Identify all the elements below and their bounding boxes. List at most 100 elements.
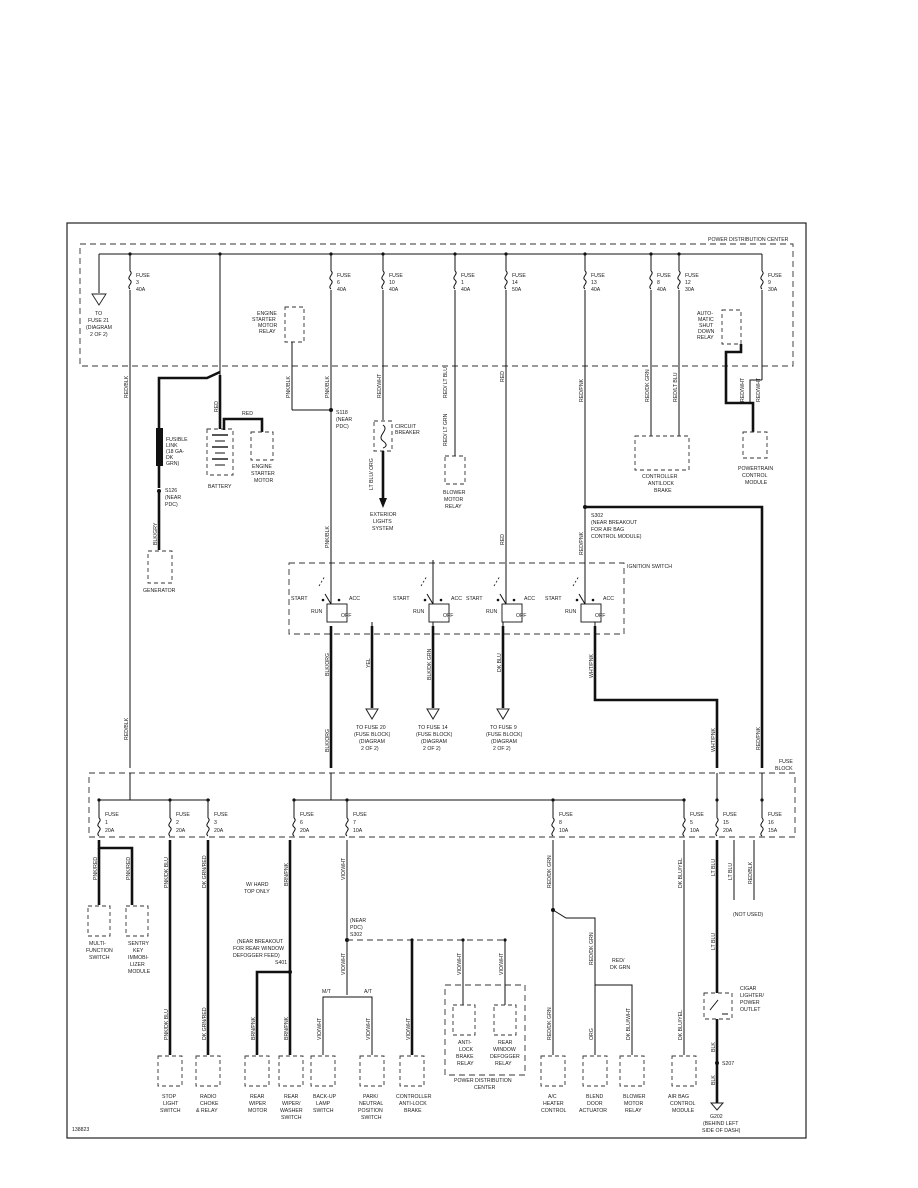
pcm-l3: MODULE	[745, 480, 768, 486]
pdc-fuse-name: FUSE	[768, 273, 782, 279]
abs-ctrl-bottom-l3: BRAKE	[404, 1108, 422, 1114]
wire-red-pnk: RED/PNK	[579, 378, 585, 402]
ac-heater-box	[540, 1055, 566, 1087]
starter-motor-l2: STARTER	[251, 471, 275, 477]
wire-red-dk-grn3-l1: RED/	[612, 958, 625, 964]
cigar-l1: CIGAR	[740, 986, 757, 992]
fb-fuse-name: FUSE	[176, 812, 190, 818]
wire-vio-wht-3: VIO/WHT	[317, 1017, 323, 1040]
wire-red-wht-cb: RED/WHT	[377, 373, 383, 398]
park-neutral-l3: POSITION	[358, 1108, 383, 1114]
battery-box	[206, 428, 234, 476]
fb-fuse-name: FUSE	[214, 812, 228, 818]
ignition-title-l1: IGNITION SWITCH	[627, 564, 672, 570]
pdc-fuse-num: 1	[461, 280, 464, 286]
fb-fuse-num: 1	[105, 820, 108, 826]
pdc-fuse-amp: 40A	[461, 287, 471, 293]
stop-light-l3: SWITCH	[160, 1108, 181, 1114]
rear-breakout-l4: S401	[275, 960, 287, 966]
wire-red-lt-blu: RED/ LT BLU	[443, 367, 449, 398]
sentry-key-box	[125, 905, 149, 937]
wire-red-blk-2: RED/BLK	[124, 717, 130, 740]
ign-pos-label: RUN	[413, 609, 424, 615]
backup-switch-l2: LAMP	[316, 1101, 331, 1107]
fb-fuse-amp: 15A	[768, 828, 778, 834]
ign-pos-label: OFF	[341, 613, 351, 619]
pdc-fuse-amp: 40A	[591, 287, 601, 293]
fb-fuse-num: 5	[690, 820, 693, 826]
s126-l1: S126	[165, 488, 177, 494]
pdc-fuse-amp: 40A	[657, 287, 667, 293]
starter-relay-l2: STARTER	[252, 317, 276, 323]
fusible-link-l1: FUSIBLE	[166, 437, 188, 443]
pdc-fuse-num: 8	[657, 280, 660, 286]
to-fuse14-l3: (DIAGRAM	[421, 739, 447, 745]
to-fuse21-arrow	[91, 293, 107, 306]
wire-blk-dk-grn: BLK/DK GRN	[427, 648, 433, 680]
fb-fuse-num: 7	[353, 820, 356, 826]
s126-l3: PDC)	[165, 502, 178, 508]
pdc-fuse-name: FUSE	[136, 273, 150, 279]
abs-ctrl-bottom-l1: CONTROLLER	[396, 1094, 432, 1100]
wire-blk-1: BLK	[711, 1042, 717, 1052]
g202-l1: G202	[710, 1114, 723, 1120]
wire-red-pnk-fb: RED/PNK	[756, 726, 762, 750]
wire-lt-blu-2: LT BLU	[728, 863, 734, 880]
pdc-fuse-name: FUSE	[337, 273, 351, 279]
pdc-fuse-name: FUSE	[685, 273, 699, 279]
fb-fuse-amp: 20A	[300, 828, 310, 834]
wire-pnk-red-2: PNK/RED	[126, 857, 132, 880]
radio-choke-box	[195, 1055, 221, 1087]
sentry-key-l2: KEY	[133, 948, 144, 954]
wire-org: ORG	[589, 1028, 595, 1040]
fb-fuse-num: 16	[768, 820, 774, 826]
exterior-lights-l3: SYSTEM	[372, 526, 393, 532]
fb-fuse-amp: 10A	[690, 828, 700, 834]
ign-pos-label: ACC	[349, 596, 360, 602]
cigar-l3: POWER	[740, 1000, 760, 1006]
airbag-module-l3: MODULE	[672, 1108, 695, 1114]
wire-red-pnk-ign: RED/PNK	[579, 531, 585, 555]
rear-wiper-motor-l3: MOTOR	[248, 1108, 267, 1114]
multi-switch-l1: MULTI-	[89, 941, 106, 947]
park-neutral-l2: NEUTRAL	[359, 1101, 383, 1107]
wire-vio-wht-2: VIO/WHT	[341, 952, 347, 975]
to-fuse21-l3: (DIAGRAM	[86, 325, 112, 331]
asd-relay-l2: MATIC	[698, 317, 714, 323]
fb-fuse-amp: 10A	[559, 828, 569, 834]
hard-top-l2: TOP ONLY	[244, 889, 270, 895]
backup-switch-l1: BACK-UP	[313, 1094, 337, 1100]
wire-red-blk-1: RED/BLK	[124, 375, 130, 398]
blower-relay-top-box	[444, 455, 466, 485]
rear-wiper-switch-l1: REAR	[284, 1094, 299, 1100]
wire-red-f14-b: RED	[500, 534, 506, 545]
s118-l3: PDC)	[336, 424, 349, 430]
to-fuse14-arrow	[426, 708, 440, 720]
rear-breakout-l3: DEFOGGER FEED)	[233, 953, 280, 959]
fb-fuse-group: FUSE120AFUSE220AFUSE320AFUSE620AFUSE710A…	[97, 798, 782, 837]
asd-relay-l5: RELAY	[697, 335, 714, 341]
fb-fuse-name: FUSE	[300, 812, 314, 818]
exterior-lights-l2: LIGHTS	[373, 519, 392, 525]
ign-pos-label: RUN	[565, 609, 576, 615]
pcm-l2: CONTROL	[742, 473, 767, 479]
to-fuse20-l3: (DIAGRAM	[359, 739, 385, 745]
ign-pos-label: RUN	[486, 609, 497, 615]
wire-dk-blu-wht: DK BLU/WHT	[626, 1007, 632, 1040]
pdc-fuse-amp: 30A	[685, 287, 695, 293]
to-fuse20-l4: 2 OF 2)	[361, 746, 379, 752]
ign-pos-label: OFF	[516, 613, 526, 619]
wire-vio-wht-6: VIO/WHT	[457, 952, 463, 975]
to-fuse9-l2: (FUSE BLOCK)	[486, 732, 523, 738]
wire-pnk-dk-blu-2: PNK/DK BLU	[164, 1009, 170, 1040]
defogger-relay-l2: WINDOW	[493, 1047, 516, 1053]
wire-dk-blu: DK BLU	[497, 653, 503, 672]
fb-fuse-amp: 20A	[723, 828, 733, 834]
